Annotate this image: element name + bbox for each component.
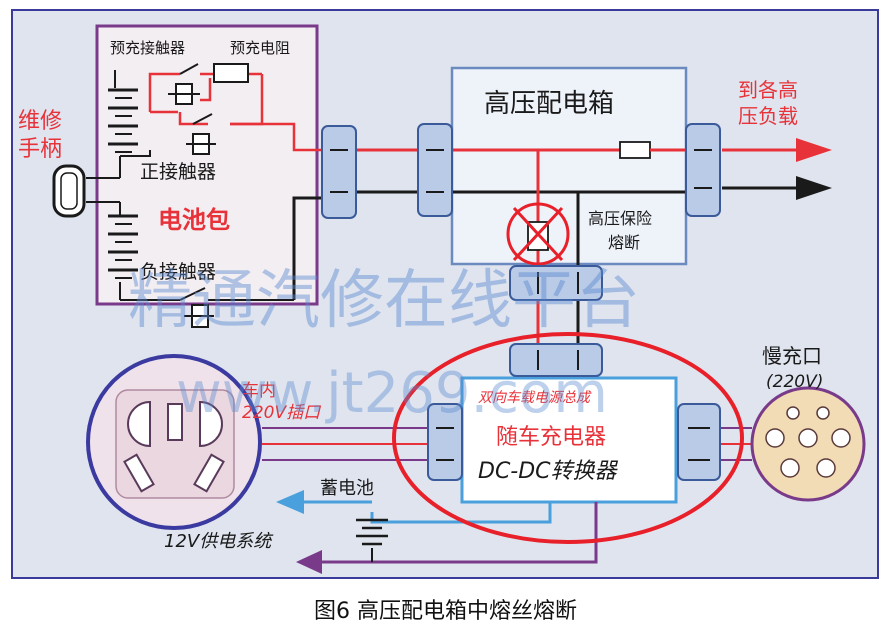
label-negative-contactor: 负接触器 [140,261,216,283]
precharge-return-wire [120,150,151,157]
label-slow-charge-voltage: (220V) [766,372,823,392]
label-precharge-contactor: 预充接触器 [110,39,185,57]
negative-contactor-icon [120,287,294,328]
label-hv-box: 高压配电箱 [484,89,614,119]
to-loads-negative-arrow [796,176,832,200]
connector-charger-top [509,343,603,377]
precharge-resistor-icon [213,63,249,83]
label-onboard-title: 双向车载电源总成 [478,390,592,406]
connector-charger-right [677,403,721,481]
connector-battery-out [321,125,357,219]
watermark-line2: www.jt269.com [176,361,608,426]
supply-12v-arrow-blue [276,490,304,514]
label-to-loads-line1: 到各高 [738,78,798,102]
load-fuse-icon [619,141,651,159]
charger-highlight-ellipse [392,332,744,544]
supply-12v-arrow-purple [296,550,322,574]
battery-pack-box [95,24,319,306]
battery-negative-wire [292,196,330,300]
label-onboard-charger: 随车充电器 [496,425,606,450]
label-hv-fuse-line1: 高压保险 [588,209,652,228]
battery-cells-icon [108,70,138,300]
connector-hv-box-bottom [509,265,603,301]
positive-contactor-icon [186,113,216,155]
slow-charge-port-icon [750,386,866,502]
label-slow-charge: 慢充口 [762,344,822,368]
label-to-loads-line2: 压负载 [738,104,798,128]
dcdc-ground-wire [318,502,598,564]
watermark-line1: 精通汽修在线平台 [128,264,640,338]
label-socket-line1: 车内 [242,381,276,401]
label-dcdc: DC-DC转换器 [478,459,619,484]
hv-box [450,66,688,266]
connector-charger-left [427,403,463,481]
connector-hv-box-out [685,123,721,217]
battery-positive-wire [230,122,330,152]
connector-hv-box-in [417,123,453,217]
label-positive-contactor: 正接触器 [140,161,216,183]
label-socket-line2: 220V插口 [242,403,322,423]
precharge-contactor-icon [168,63,200,105]
label-hv-fuse-line2: 熔断 [608,233,640,252]
battery-12v-icon [356,518,388,546]
service-handle-icon [52,164,120,218]
figure-caption: 图6 高压配电箱中熔丝熔断 [314,599,577,624]
label-precharge-resistor: 预充电阻 [230,39,290,57]
label-battery-pack: 电池包 [158,206,230,234]
label-battery-12v: 蓄电池 [320,478,374,499]
label-supply-12v: 12V供电系统 [164,531,274,552]
blown-fuse-icon [506,202,570,266]
label-service-handle-line2: 手柄 [18,137,62,162]
to-loads-positive-arrow [796,138,832,162]
socket-220v-icon [86,354,262,530]
label-service-handle-line1: 维修 [18,109,62,134]
